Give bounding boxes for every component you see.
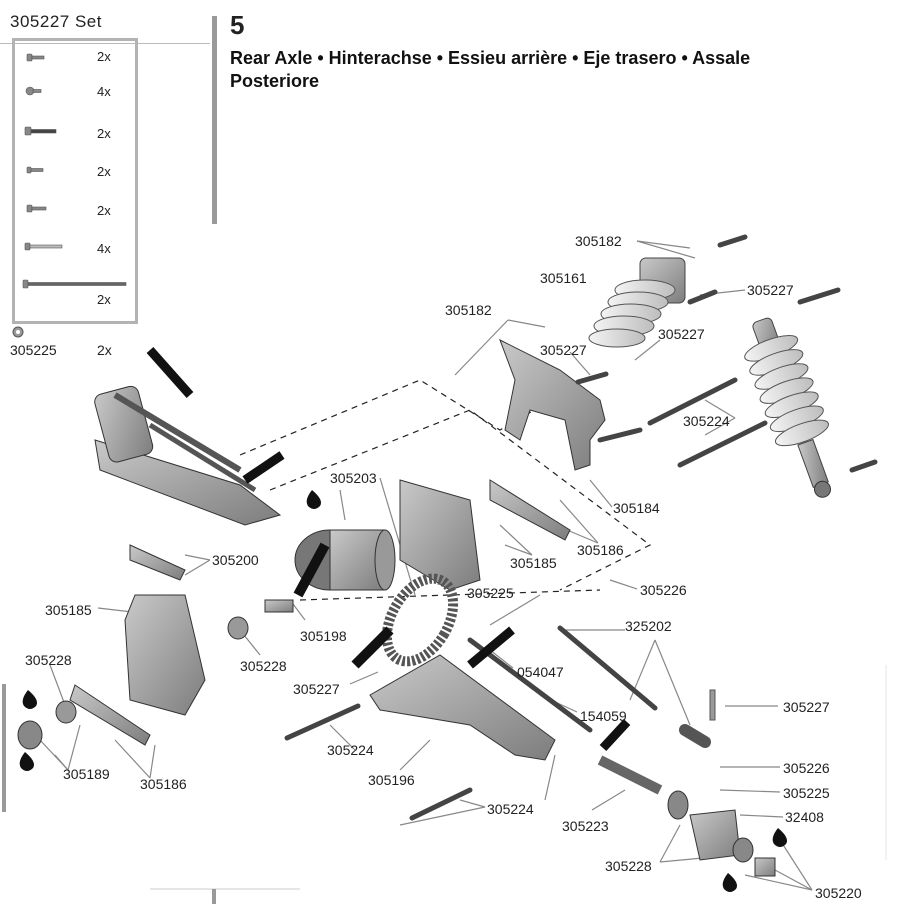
part-label: 305185 [510, 555, 557, 571]
screw-icon [26, 53, 45, 62]
part-label: 305182 [575, 233, 622, 249]
screw-qty: 4x [97, 84, 111, 99]
screw-icon [24, 126, 57, 136]
part-label: 325202 [625, 618, 672, 634]
part-label: 305226 [783, 760, 830, 776]
gearbox-housing-front [124, 594, 206, 716]
screw-icon [26, 166, 44, 174]
extra-part-qty: 2x [97, 342, 112, 358]
part-label: 305228 [240, 658, 287, 674]
part-label: 154059 [580, 708, 627, 724]
shock-tower [499, 338, 606, 471]
part-label: 305228 [605, 858, 652, 874]
drive-shaft [597, 718, 663, 795]
pins [284, 234, 878, 821]
part-label: 305196 [368, 772, 415, 788]
rod-end [679, 689, 716, 748]
screw-icons [22, 53, 127, 289]
part-label: 305186 [140, 776, 187, 792]
screw-qty: 2x [97, 126, 111, 141]
gearbox-housing-rear [399, 479, 481, 591]
step-number: 5 [230, 10, 245, 40]
header-divider [0, 43, 210, 44]
screw-icon [22, 279, 127, 289]
part-label: 305227 [658, 326, 705, 342]
wheel-carrier [667, 790, 776, 877]
part-label: 305227 [747, 282, 794, 298]
part-label: 305203 [330, 470, 377, 486]
shock-absorber-left [588, 257, 686, 348]
part-label: 305227 [540, 342, 587, 358]
oil-drop-icons [19, 490, 787, 892]
screw-icon [26, 204, 47, 213]
part-label: 305225 [467, 585, 514, 601]
screw-qty: 2x [97, 292, 111, 307]
part-label: 305224 [683, 413, 730, 429]
part-label: 305200 [212, 552, 259, 568]
shock-absorber-right [744, 317, 831, 498]
suspension-mount [69, 479, 571, 746]
part-label: 32408 [785, 809, 824, 825]
rear-chassis-assembly [94, 347, 285, 526]
step-title: Rear Axle • Hinterachse • Essieu arrière… [230, 48, 751, 91]
part-label: 305228 [25, 652, 72, 668]
part-label: 305161 [540, 270, 587, 286]
lower-suspension-arm [369, 626, 556, 761]
part-label: 305223 [562, 818, 609, 834]
assembly-lines [239, 379, 652, 601]
part-label: 305182 [445, 302, 492, 318]
screw-qty: 2x [97, 203, 111, 218]
part-label: 305198 [300, 628, 347, 644]
screw-set-box: 2x 4x 2x 2x 2x 4x 2x [12, 38, 138, 324]
screw-qty: 2x [97, 164, 111, 179]
part-label: 305186 [577, 542, 624, 558]
nut-icon [12, 326, 24, 338]
differential-case [264, 529, 459, 669]
part-label: 305185 [45, 602, 92, 618]
screw-qty: 2x [97, 49, 111, 64]
set-title: 305227 Set [10, 12, 102, 31]
part-label: 305224 [327, 742, 374, 758]
part-label: 305220 [815, 885, 862, 901]
part-label: 054047 [517, 664, 564, 680]
part-label: 305189 [63, 766, 110, 782]
part-label: 305227 [293, 681, 340, 697]
screw-icon [25, 86, 42, 96]
header-vertical-bar [212, 16, 217, 224]
part-label: 305224 [487, 801, 534, 817]
part-label: 305225 [783, 785, 830, 801]
extra-part-label: 305225 [10, 342, 57, 358]
part-label: 305227 [783, 699, 830, 715]
bearings [17, 616, 249, 750]
screw-icon [24, 242, 63, 251]
part-label: 305226 [640, 582, 687, 598]
screw-qty: 4x [97, 241, 111, 256]
part-label: 305184 [613, 500, 660, 516]
